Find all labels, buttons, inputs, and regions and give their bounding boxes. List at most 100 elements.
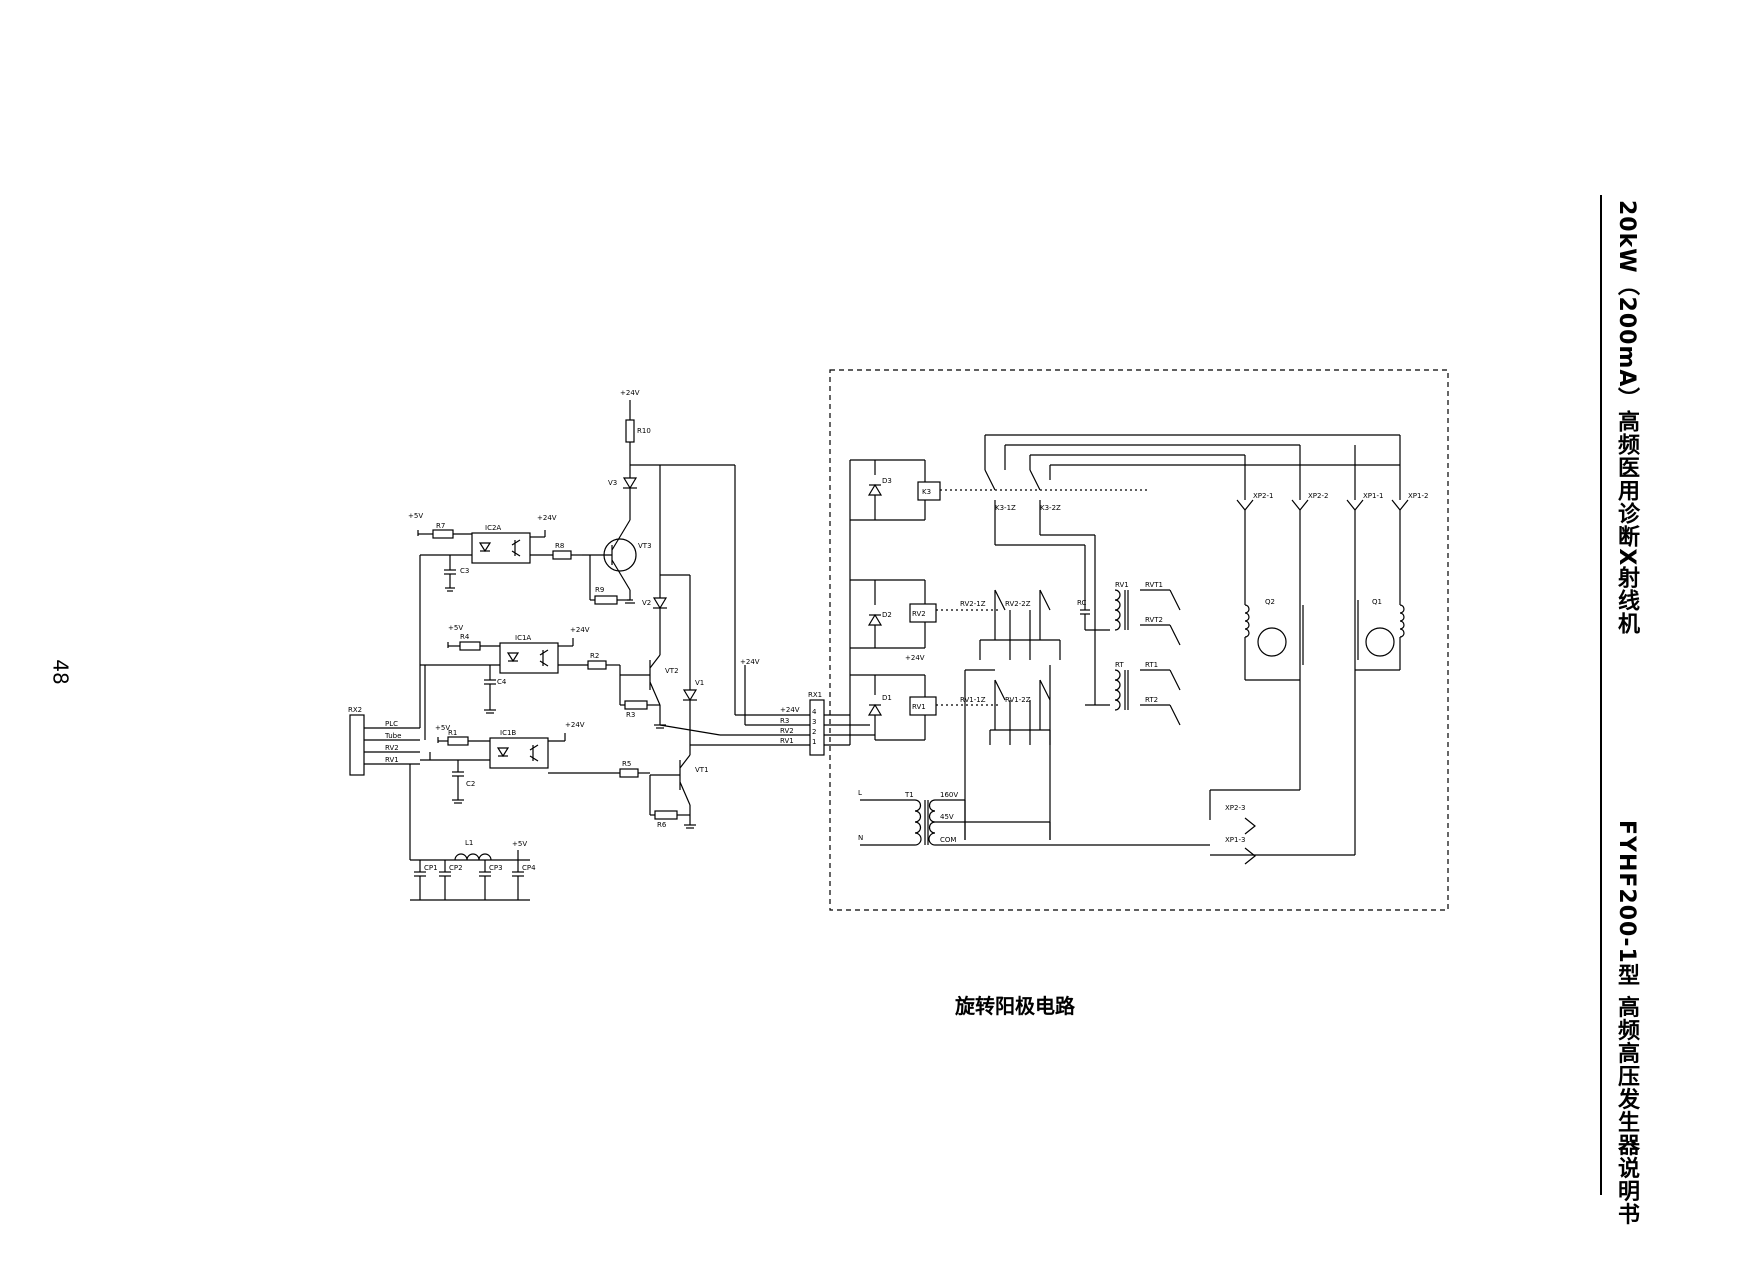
side-title-bottom: FYHF200-1型 高频高压发生器说明书 [1614, 820, 1639, 1226]
r2-label: R2 [590, 652, 599, 660]
rt1-label: RT1 [1145, 661, 1158, 669]
q2-rotor [1257, 627, 1287, 657]
rx2-pin-4: RV1 [385, 756, 399, 764]
plus5v-1-label: +5V [408, 512, 423, 520]
r6-label: R6 [657, 821, 667, 829]
rv1-1z-label: RV1-1Z [960, 696, 986, 704]
plus24v-1-label: +24V [537, 514, 557, 522]
rx1-num-4: 4 [812, 708, 817, 716]
d3-label: D3 [882, 477, 892, 485]
t1-transformer-secondary [928, 799, 936, 846]
d2-label: D2 [882, 611, 892, 619]
ic1b-label: IC1B [500, 729, 516, 737]
plus5v-4-label: +5V [512, 840, 527, 848]
rx2-pin-1: PLC [385, 720, 398, 728]
plus5v-2-label: +5V [448, 624, 463, 632]
rx1-label: RX1 [808, 691, 822, 699]
xp1-2-label: XP1-2 [1408, 492, 1428, 500]
q1-label: Q1 [1372, 598, 1382, 606]
rx2-pin-2: Tube [384, 732, 401, 740]
rv1-label: RV1 [912, 703, 926, 711]
cp3-label: CP3 [489, 864, 503, 872]
c2-label: C2 [466, 780, 475, 788]
l1-label: L1 [465, 839, 473, 847]
r1-label: R1 [448, 729, 457, 737]
rv2-2z-label: RV2-2Z [1005, 600, 1031, 608]
ic1a-optocoupler [499, 642, 559, 674]
rx1-num-2: 2 [812, 728, 816, 736]
xp1-1-label: XP1-1 [1363, 492, 1383, 500]
xp2-2-label: XP2-2 [1308, 492, 1328, 500]
d2-diode [867, 613, 883, 626]
ic1a-label: IC1A [515, 634, 531, 642]
k3-relay-coil [917, 481, 941, 501]
v160-label: 160V [940, 791, 958, 799]
q1-stator-coil-right [1399, 604, 1405, 638]
dashed-enclosure [829, 369, 1449, 911]
side-rule [1600, 195, 1602, 1195]
plus24v-right-label: +24V [905, 654, 925, 662]
rx2-connector [349, 714, 365, 776]
rx2-pin-3: RV2 [385, 744, 399, 752]
r9-label: R9 [595, 586, 604, 594]
v1-label: V1 [695, 679, 704, 687]
v45-label: 45V [940, 813, 954, 821]
d1-label: D1 [882, 694, 892, 702]
c3-label: C3 [460, 567, 469, 575]
ic2a-optocoupler [471, 532, 531, 564]
rvt2-label: RVT2 [1145, 616, 1163, 624]
t1-transformer-primary [914, 799, 922, 846]
com-label: COM [940, 836, 956, 844]
rvt1-label: RVT1 [1145, 581, 1163, 589]
rv1-2z-label: RV1-2Z [1005, 696, 1031, 704]
rt-label: RT [1115, 661, 1124, 669]
rx1-pin-1: +24V [780, 706, 800, 714]
r8-resistor [552, 550, 572, 560]
rx1-pin-4: RV1 [780, 737, 794, 745]
rv2-label: RV2 [912, 610, 926, 618]
r7-label: R7 [436, 522, 445, 530]
q1-rotor [1365, 627, 1395, 657]
rv2-relay-coil [909, 603, 937, 623]
side-title-top: 20kW（200mA）高频医用诊断X射线机 [1614, 200, 1639, 636]
r10-resistor [625, 419, 635, 443]
rx1-num-1: 1 [812, 738, 816, 746]
plus24v-2-label: +24V [570, 626, 590, 634]
rvt-transformer [1114, 589, 1121, 631]
cp2-label: CP2 [449, 864, 463, 872]
plus24v-3-label: +24V [565, 721, 585, 729]
v1-led [682, 689, 698, 702]
diagram-caption: 旋转阳极电路 [955, 994, 1075, 1018]
r2-resistor [587, 660, 607, 670]
cp1-label: CP1 [424, 864, 438, 872]
r7-resistor [432, 529, 454, 539]
rc-label: RC [1077, 599, 1087, 607]
r3-label: R3 [626, 711, 635, 719]
q2-label: Q2 [1265, 598, 1275, 606]
cp4-label: CP4 [522, 864, 536, 872]
n-line-label: N [858, 834, 863, 842]
r5-resistor [447, 736, 469, 746]
plus24v-mid-label: +24V [740, 658, 760, 666]
r4-resistor [459, 641, 481, 651]
rx1-connector [809, 699, 825, 756]
xp1-3-label: XP1-3 [1225, 836, 1245, 844]
r8-label: R8 [555, 542, 564, 550]
vt3-label: VT3 [638, 542, 652, 550]
v3-led [622, 477, 638, 490]
l1-inductor [454, 853, 492, 861]
rv1-relay-coil [909, 696, 937, 716]
v3-label: V3 [608, 479, 617, 487]
c4-label: C4 [497, 678, 507, 686]
q2-stator-coil-left [1244, 604, 1250, 638]
d1-diode [867, 703, 883, 716]
v2-led [652, 597, 668, 610]
k3-2z-label: K3-2Z [1040, 504, 1061, 512]
r4-label: R4 [460, 633, 470, 641]
rt2-label: RT2 [1145, 696, 1158, 704]
ic1b-optocoupler [489, 737, 549, 769]
rt-transformer [1114, 669, 1121, 711]
rx1-num-3: 3 [812, 718, 816, 726]
k3-1z-label: K3-1Z [995, 504, 1016, 512]
rv1t-label: RV1 [1115, 581, 1129, 589]
